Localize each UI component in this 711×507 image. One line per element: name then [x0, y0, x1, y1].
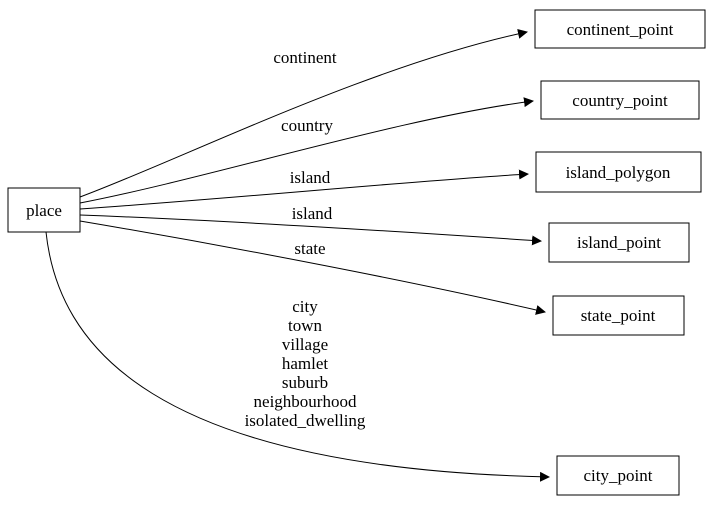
edge-label-town: town [288, 316, 323, 335]
edge-label-suburb: suburb [282, 373, 328, 392]
nodes-layer: place continent_point country_point isla… [7, 9, 706, 496]
edge-place-island_point [79, 214, 542, 246]
node-island_point-box [548, 222, 690, 263]
node-country_point-box [540, 80, 700, 120]
node-island_polygon-box [535, 151, 702, 193]
node-country_point: country_point [540, 80, 700, 120]
node-place-box [7, 187, 81, 233]
edge-label-country: country [281, 116, 333, 135]
edge-place-city_point [45, 231, 550, 482]
edge-label-hamlet: hamlet [282, 354, 329, 373]
node-city_point-box [556, 455, 680, 496]
edge-labels-layer: continent country island island state ci… [245, 48, 366, 430]
node-state_point: state_point [552, 295, 685, 336]
edge-place-continent_point [79, 28, 528, 198]
edge-label-isolated-dwelling: isolated_dwelling [245, 411, 366, 430]
node-city_point-label: city_point [584, 466, 653, 485]
node-state_point-box [552, 295, 685, 336]
node-place: place [7, 187, 81, 233]
node-continent_point-label: continent_point [567, 20, 674, 39]
edges-layer [45, 28, 550, 482]
edge-label-island-polygon: island [290, 168, 331, 187]
node-state_point-label: state_point [581, 306, 656, 325]
edge-label-state: state [294, 239, 325, 258]
node-island_point-label: island_point [577, 233, 661, 252]
node-island_polygon-label: island_polygon [566, 163, 671, 182]
node-continent_point: continent_point [534, 9, 706, 49]
node-continent_point-box [534, 9, 706, 49]
edge-place-country_point [79, 97, 534, 204]
edge-label-village: village [282, 335, 328, 354]
node-island_point: island_point [548, 222, 690, 263]
edge-place-state_point [79, 220, 546, 315]
edge-place-island_polygon [79, 169, 529, 210]
edge-label-continent: continent [273, 48, 337, 67]
edge-label-island-point: island [292, 204, 333, 223]
node-place-label: place [26, 201, 62, 220]
node-city_point: city_point [556, 455, 680, 496]
node-island_polygon: island_polygon [535, 151, 702, 193]
edge-label-city: city [292, 297, 318, 316]
edge-label-neighbourhood: neighbourhood [254, 392, 357, 411]
node-country_point-label: country_point [572, 91, 668, 110]
